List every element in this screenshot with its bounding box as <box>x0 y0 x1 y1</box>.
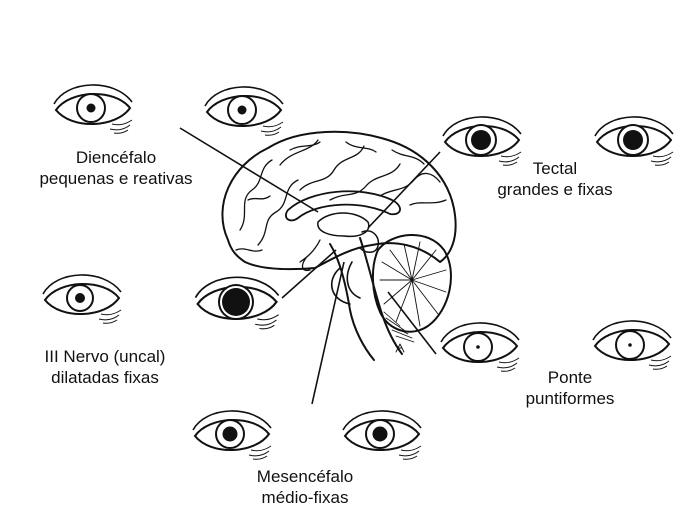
eye-diencefalo-left <box>204 85 284 137</box>
label-ponte-title: Ponte <box>547 368 593 387</box>
cerebellum <box>371 234 452 333</box>
pupil-large <box>471 130 491 150</box>
label-tectal-desc: grandes e fixas <box>497 180 613 199</box>
eye-iii-nervo-right <box>42 273 122 325</box>
line-iii-nervo <box>281 249 337 299</box>
eye-ponte-right <box>440 321 520 373</box>
line-ponte <box>387 291 437 355</box>
label-diencefalo-desc: pequenas e reativas <box>39 169 193 188</box>
thalamus <box>317 212 370 238</box>
pupil-pinpoint <box>628 343 632 347</box>
eye-iii-nervo-left <box>194 276 280 330</box>
eye-tectal-right <box>442 115 522 167</box>
pons <box>330 261 361 305</box>
label-ponte: Ponte puntiformes <box>500 367 640 409</box>
label-iii-nervo-title: III Nervo (uncal) <box>44 347 166 366</box>
pupil-pinpoint <box>476 345 480 349</box>
brainstem <box>329 237 403 361</box>
label-iii-nervo-desc: dilatadas fixas <box>51 368 159 387</box>
eye-tectal-left <box>594 115 674 167</box>
corpus-callosum <box>285 190 401 222</box>
line-tectal <box>367 151 441 229</box>
hypothalamus <box>299 239 321 272</box>
eye-ponte-left <box>592 319 672 371</box>
eye-mesencefalo-right <box>192 409 272 461</box>
eye-mesencefalo-left <box>342 409 422 461</box>
label-iii-nervo: III Nervo (uncal) dilatadas fixas <box>20 346 190 388</box>
cerebellum-folia <box>379 241 447 327</box>
pupil-dilated <box>222 288 250 316</box>
label-diencefalo-title: Diencéfalo <box>75 148 157 167</box>
label-tectal: Tectal grandes e fixas <box>470 158 640 200</box>
tectum <box>359 230 380 253</box>
pupil-small <box>237 105 247 115</box>
label-mesencefalo-desc: médio-fixas <box>261 488 349 507</box>
brain-sagittal-section <box>221 130 457 361</box>
eye-diencefalo-right <box>53 83 133 135</box>
line-mesencefalo <box>311 261 345 405</box>
pupil-medium <box>372 426 388 442</box>
pupil-large <box>623 130 643 150</box>
pointer-lines <box>179 127 441 405</box>
label-mesencefalo: Mesencéfalo médio-fixas <box>230 466 380 508</box>
pupil-small <box>86 103 96 113</box>
cortex-outline <box>221 130 457 271</box>
line-diencefalo <box>179 127 319 213</box>
pupil-small <box>75 293 85 303</box>
label-tectal-title: Tectal <box>532 159 578 178</box>
label-mesencefalo-title: Mesencéfalo <box>256 467 354 486</box>
medulla-hatch <box>383 311 415 343</box>
label-diencefalo: Diencéfalo pequenas e reativas <box>16 147 216 189</box>
label-ponte-desc: puntiformes <box>525 389 615 408</box>
pupil-medium <box>222 426 238 442</box>
